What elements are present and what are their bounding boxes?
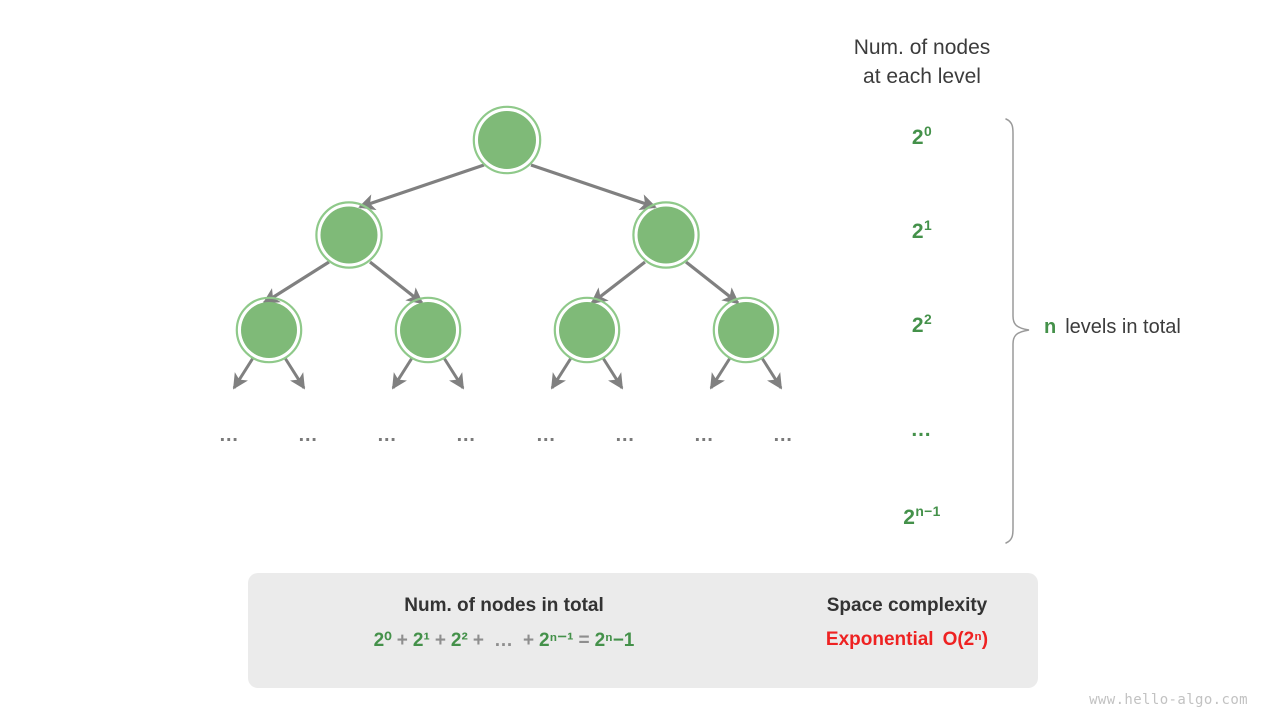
- summary-right-block: Space complexity Exponential O(2ⁿ): [788, 595, 1026, 651]
- leaf-ellipsis-1: …: [218, 424, 242, 446]
- level-count-label-1: 21: [852, 217, 992, 244]
- tree-node-level2-c: [553, 296, 621, 364]
- tree-node-level2-b: [394, 296, 462, 364]
- leaf-ellipsis-6: …: [614, 424, 638, 446]
- formula-op-2: +: [434, 630, 446, 651]
- level-count-base-n: 2: [903, 506, 916, 529]
- leaf-ellipsis-2: …: [297, 424, 321, 446]
- level-count-base-1: 2: [911, 220, 924, 243]
- level-count-label-2: 22: [852, 311, 992, 338]
- edges-root-to-level1: [358, 163, 657, 211]
- watermark: www.hello-algo.com: [1089, 692, 1248, 708]
- level-count-exp-0: 0: [923, 123, 933, 139]
- level-count-exp-2: 2: [923, 311, 933, 327]
- tree-nodes-layer: [235, 105, 780, 364]
- complexity-result: Exponential O(2ⁿ): [788, 629, 1026, 651]
- leaf-ellipsis-5: …: [535, 424, 559, 446]
- formula-equals: =: [578, 630, 590, 651]
- formula-op-3: +: [472, 630, 484, 651]
- formula-op-1: +: [396, 630, 408, 651]
- tree-node-level2-d: [712, 296, 780, 364]
- level-count-label-0: 20: [852, 123, 992, 150]
- formula-term-4: 2ⁿ⁻¹: [539, 630, 574, 651]
- complexity-notation: O(2ⁿ): [942, 629, 989, 650]
- edges-level1-to-level2: [262, 260, 740, 305]
- total-levels-text: levels in total: [1065, 316, 1181, 338]
- level-count-exp-n: n−1: [915, 503, 941, 519]
- level-count-exp-1: 1: [923, 217, 933, 233]
- formula-term-1: 2¹: [412, 630, 430, 651]
- formula-term-ellipsis: …: [493, 630, 513, 651]
- formula-term-2: 2²: [450, 630, 468, 651]
- leaf-ellipsis-7: …: [693, 424, 717, 446]
- level-count-label-n: 2n−1: [852, 503, 992, 530]
- levels-brace: [1005, 118, 1030, 544]
- summary-panel: Num. of nodes in total 2⁰+2¹+2²+…+2ⁿ⁻¹=2…: [248, 573, 1038, 688]
- formula-result: 2ⁿ−1: [594, 630, 635, 651]
- total-levels-symbol: n: [1044, 316, 1057, 338]
- leaf-ellipsis-4: …: [455, 424, 479, 446]
- summary-left-title: Num. of nodes in total: [404, 595, 604, 616]
- level-count-base-2: 2: [911, 314, 924, 337]
- leaf-ellipsis-3: …: [376, 424, 400, 446]
- summary-formula: 2⁰+2¹+2²+…+2ⁿ⁻¹=2ⁿ−1: [258, 629, 750, 652]
- complexity-word: Exponential: [825, 629, 934, 650]
- formula-op-4: +: [522, 630, 535, 651]
- summary-right-title: Space complexity: [826, 595, 988, 616]
- formula-term-0: 2⁰: [373, 630, 392, 651]
- tree-node-root: [472, 105, 542, 175]
- tree-node-level1-right: [632, 201, 700, 269]
- level-count-base-0: 2: [911, 126, 924, 149]
- leaf-ellipsis-8: …: [772, 424, 796, 446]
- right-column-header: Num. of nodes at each level: [853, 36, 991, 88]
- edges-level2-to-leaves: [232, 357, 783, 390]
- total-levels-note: n levels in total: [1044, 316, 1181, 339]
- tree-node-level2-a: [235, 296, 303, 364]
- summary-left-block: Num. of nodes in total 2⁰+2¹+2²+…+2ⁿ⁻¹=2…: [258, 595, 750, 652]
- level-count-ellipsis: …: [910, 418, 934, 441]
- tree-node-level1-left: [315, 201, 383, 269]
